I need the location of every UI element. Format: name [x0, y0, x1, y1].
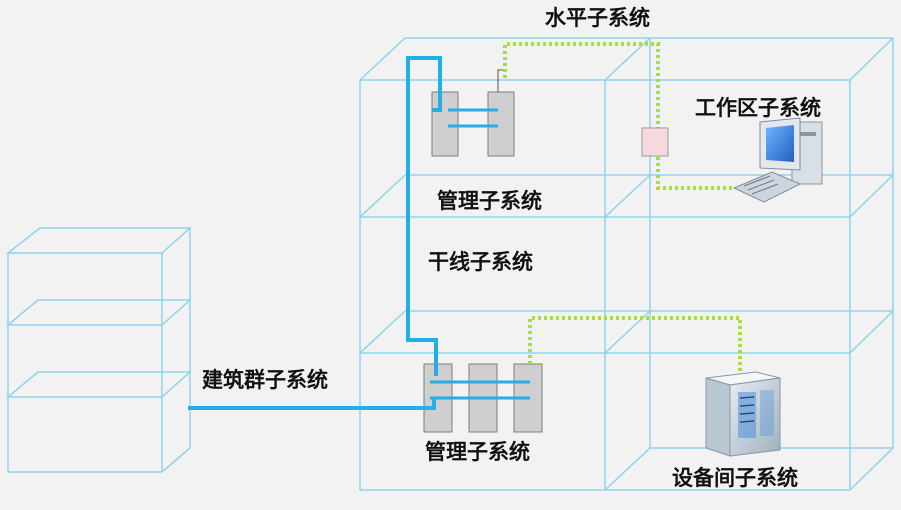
label-horizontal-subsystem: 水平子系统 [545, 6, 650, 30]
top-rack-1 [431, 91, 459, 157]
bld-base-mid-diag [604, 447, 651, 491]
server-panel-right [760, 390, 774, 436]
slab2-right-diag [849, 174, 894, 218]
bld-top-right-diag [849, 37, 894, 81]
small-building-floor-2 [5, 371, 192, 398]
top-management-racks [431, 69, 515, 157]
backbone-cable [406, 56, 442, 376]
pc-drive-bay [798, 132, 816, 136]
campus-cable [188, 398, 436, 410]
bld-base-right-diag [849, 447, 894, 491]
server-vents [739, 396, 755, 423]
workstation-computer-icon [732, 117, 823, 203]
server-cabinet-icon [705, 371, 781, 457]
small-building-floor-1 [5, 299, 192, 326]
label-management-subsystem-bottom: 管理子系统 [425, 440, 530, 464]
bld-top-left-diag [359, 37, 406, 81]
server-left-face [705, 377, 731, 457]
label-work-area-subsystem: 工作区子系统 [695, 96, 821, 120]
bottom-management-racks [423, 363, 543, 433]
information-outlet [641, 127, 669, 157]
equipment-cable [528, 316, 742, 375]
slab2-left-diag [359, 174, 406, 218]
slab3-right-diag [849, 310, 894, 354]
label-management-subsystem-top: 管理子系统 [437, 189, 542, 213]
top-rack-2 [487, 91, 515, 157]
horizontal-cable-top [503, 42, 735, 190]
slab2-mid-diag [604, 174, 651, 218]
small-building-roof [5, 227, 192, 254]
slab3-left-diag [359, 310, 406, 354]
small-building [5, 227, 192, 473]
pc-monitor-screen [766, 125, 794, 162]
small-building-base-side [161, 447, 191, 473]
label-campus-subsystem: 建筑群子系统 [202, 368, 328, 392]
bld-top-mid-diag [604, 37, 651, 81]
top-rack-lead [497, 69, 505, 92]
label-equipment-room-subsystem: 设备间子系统 [672, 466, 798, 490]
pc-keyboard [732, 171, 802, 203]
pc-keyboard-keys [743, 175, 779, 195]
server-panel-left [738, 392, 756, 438]
label-backbone-subsystem: 干线子系统 [428, 250, 533, 274]
